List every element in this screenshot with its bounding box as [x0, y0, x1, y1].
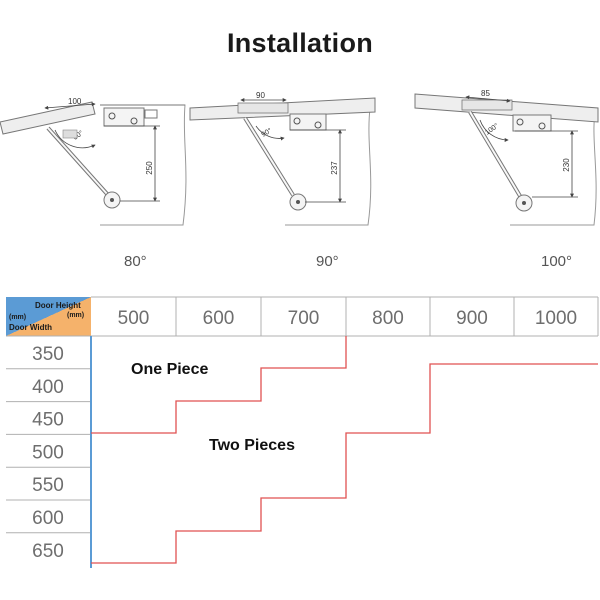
- page-title: Installation: [226, 28, 374, 58]
- two-pieces-label: Two Pieces: [209, 437, 295, 454]
- angle-label-90: 90°: [316, 253, 339, 270]
- column-dividers: [175, 297, 515, 336]
- door-height-headers: 500 600 700 800 900 1000: [118, 308, 577, 329]
- row-dividers: [6, 368, 91, 534]
- door-width-header: 650: [32, 541, 64, 562]
- door-width-header: 500: [32, 442, 64, 463]
- door-height-header: 600: [203, 308, 235, 329]
- door-height-header: 500: [118, 308, 150, 329]
- angle-label-80: 80°: [124, 253, 147, 270]
- height-dimension: 250: [145, 161, 154, 175]
- corner-header-cell: [6, 297, 91, 336]
- width-dimension: 85: [481, 89, 490, 98]
- angle-label-100: 100°: [541, 253, 573, 270]
- hinge-diagram-80: 250 100 80°: [0, 97, 187, 226]
- door-width-header: 450: [32, 410, 64, 431]
- one-piece-boundary-line: [91, 336, 347, 434]
- corner-door-height: Door Height: [35, 301, 81, 310]
- corner-unit-right: (mm): [67, 312, 84, 319]
- door-height-header: 700: [288, 308, 320, 329]
- height-dimension: 237: [330, 161, 339, 175]
- door-width-header: 350: [32, 344, 64, 365]
- door-width-header: 400: [32, 377, 64, 398]
- width-dimension: 90: [256, 91, 265, 100]
- door-height-header: 800: [372, 308, 404, 329]
- corner-door-width: Door Width: [9, 323, 52, 332]
- width-dimension: 100: [68, 97, 82, 106]
- installation-diagrams: 250 100 80° 90 237 90°: [0, 89, 599, 226]
- hinge-diagram-100: 85 230 100°: [414, 89, 599, 226]
- door-height-header: 1000: [535, 308, 577, 329]
- one-piece-label: One Piece: [131, 361, 209, 378]
- hinge-diagram-90: 90 237 90°: [189, 91, 376, 226]
- two-pieces-boundary-line: [91, 363, 598, 564]
- door-width-headers: 350 400 450 500 550 600 650: [32, 344, 64, 562]
- corner-unit-left: (mm): [9, 314, 26, 321]
- door-width-header: 600: [32, 508, 64, 529]
- height-dimension: 230: [562, 158, 571, 172]
- door-width-header: 550: [32, 475, 64, 496]
- door-height-header: 900: [456, 308, 488, 329]
